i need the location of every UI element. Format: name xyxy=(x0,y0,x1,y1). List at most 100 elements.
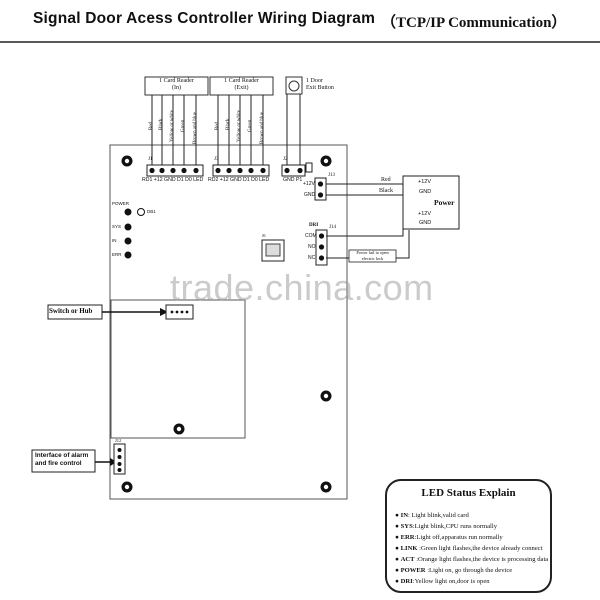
led-row: ● POWER :Light on, go through the device xyxy=(395,567,513,574)
status-leds xyxy=(124,208,145,259)
led-label-power: POWER xyxy=(112,201,130,206)
terminal-j1 xyxy=(146,164,204,177)
card-reader-in-title: 1 Card Reader xyxy=(159,78,194,84)
led-key: ACT xyxy=(400,556,415,563)
power-in-gnd: GND xyxy=(304,192,316,198)
wire-label-black: Black xyxy=(226,118,231,130)
label-j13: J13 xyxy=(328,173,335,178)
controller-board xyxy=(109,144,348,500)
lock-note-box xyxy=(348,249,397,263)
card-reader-exit-sub: (Exit) xyxy=(234,85,249,91)
relay-no: NO xyxy=(308,244,316,250)
network-module xyxy=(110,299,246,439)
wire-label-yellow: Yellow or white xyxy=(170,110,175,142)
terminal-j3 xyxy=(212,164,270,177)
power-label: Power xyxy=(434,198,455,207)
wire-label-yellow: Yellow or white xyxy=(237,110,242,142)
led-key: LINK xyxy=(400,545,418,552)
power-bottom-gnd: GND xyxy=(419,220,432,226)
exit-button-line1: 1 Door xyxy=(306,78,323,84)
led-row: ● ACT :Orange light flashes,the device i… xyxy=(395,556,549,563)
card-reader-in-box xyxy=(144,76,209,96)
mounting-holes xyxy=(121,155,332,493)
relay-nc: NC xyxy=(308,255,316,261)
power-top-plus: +12V xyxy=(418,179,431,185)
led-row: ● IN: Light blink,valid card xyxy=(395,512,469,519)
reader-exit-wires xyxy=(217,95,264,168)
led-desc: :Orange light flashes,the device is proc… xyxy=(414,556,549,563)
led-label-err: ERR xyxy=(112,252,122,257)
led-desc: :Light off,apparatus run normally xyxy=(414,534,503,541)
label-dri: DRI xyxy=(309,223,319,228)
power-bottom-plus: +12V xyxy=(418,211,431,217)
reader2-pins: RD2 +12 GND D1 D0 LED xyxy=(208,177,270,183)
alarm-line1: Interface of alarm xyxy=(35,452,89,459)
lock-note-line2: electric lock xyxy=(361,255,384,261)
led-key: POWER xyxy=(400,567,426,574)
led-row: ● DRI:Yellow light on,door is open xyxy=(395,578,490,585)
card-reader-in-label: 1 Card Reader (In) xyxy=(145,78,208,92)
button-pins: GND P1 xyxy=(283,177,303,183)
led-row: ● ERR:Light off,apparatus run normally xyxy=(395,534,503,541)
exit-button-line2: Exit Button xyxy=(306,85,334,91)
led-row: ● LINK :Green light flashes,the device a… xyxy=(395,545,543,552)
wire-label-black: Black xyxy=(159,118,164,130)
power-wire-black: Black xyxy=(379,188,393,194)
led-desc: :Light on, go through the device xyxy=(425,567,513,574)
reader-in-wires xyxy=(151,95,197,168)
wire-label-green: Green xyxy=(181,119,186,132)
led-key: ERR xyxy=(400,534,415,541)
card-reader-exit-box xyxy=(209,76,274,96)
power-in-plus: +12V xyxy=(303,181,315,187)
power-supply-box xyxy=(402,175,460,230)
led-row: ● SYS:Light blink,CPU runs normally xyxy=(395,523,498,530)
lock-note-line1: Power fail to open xyxy=(356,250,389,255)
alarm-interface-label: Interface of alarm and fire control xyxy=(35,452,88,468)
power-wire-red: Red xyxy=(381,177,391,183)
wire-label-green: Green xyxy=(248,119,253,132)
led-desc: :Green light flashes,the device already … xyxy=(417,545,543,552)
diagram-subtitle: （TCP/IP Communication） xyxy=(381,15,567,31)
wire-label-brown: Brown and blue xyxy=(260,112,265,144)
exit-button-label: 1 Door Exit Button xyxy=(306,78,334,92)
label-j1: J1 xyxy=(148,157,153,162)
led-label-db1: DB1 xyxy=(147,209,156,214)
led-key: DRI xyxy=(400,578,413,585)
led-panel-title: LED Status Explain xyxy=(421,487,516,499)
led-desc: :Yellow light on,door is open xyxy=(412,578,490,585)
terminal-j14 xyxy=(315,229,328,266)
wire-label-red: Red xyxy=(215,121,220,130)
alarm-line2: and fire control xyxy=(35,460,82,467)
label-j2: J2 xyxy=(283,157,288,162)
reader1-pins: RD1 +12 GND D1 D0 LED xyxy=(142,177,204,183)
card-reader-in-sub: (In) xyxy=(172,85,181,91)
label-j12: J12 xyxy=(115,438,122,443)
power-wires xyxy=(326,183,410,259)
terminal-j13 xyxy=(314,177,327,201)
led-label-sys: SYS xyxy=(112,224,122,229)
label-j3: J3 xyxy=(214,157,219,162)
label-j14: J14 xyxy=(329,225,336,230)
led-desc: : Light blink,valid card xyxy=(407,512,469,519)
led-key: IN xyxy=(400,512,408,519)
relay-com: COM xyxy=(305,233,317,239)
led-key: SYS xyxy=(400,523,413,530)
card-reader-exit-label: 1 Card Reader (Exit) xyxy=(210,78,273,92)
exit-button-icon xyxy=(288,80,300,92)
wire-label-red: Red xyxy=(149,121,154,130)
header-bar: Signal Door Acess Controller Wiring Diag… xyxy=(0,0,600,40)
terminal-j12 xyxy=(113,443,126,475)
led-desc: :Light blink,CPU runs normally xyxy=(412,523,498,530)
power-top-gnd: GND xyxy=(419,189,432,195)
alarm-interface-box xyxy=(31,449,96,473)
led-status-panel: LED Status Explain ● IN: Light blink,val… xyxy=(385,479,552,593)
lock-note: Power fail to open electric lock xyxy=(350,250,395,261)
j6-connector xyxy=(165,304,194,320)
arrow-head-icon xyxy=(160,308,168,316)
led-label-in: IN xyxy=(112,238,117,243)
wire-label-brown: Brown and blue xyxy=(193,112,198,144)
terminal-j2 xyxy=(281,162,313,177)
diagram-title: Signal Door Acess Controller Wiring Diag… xyxy=(33,10,376,27)
